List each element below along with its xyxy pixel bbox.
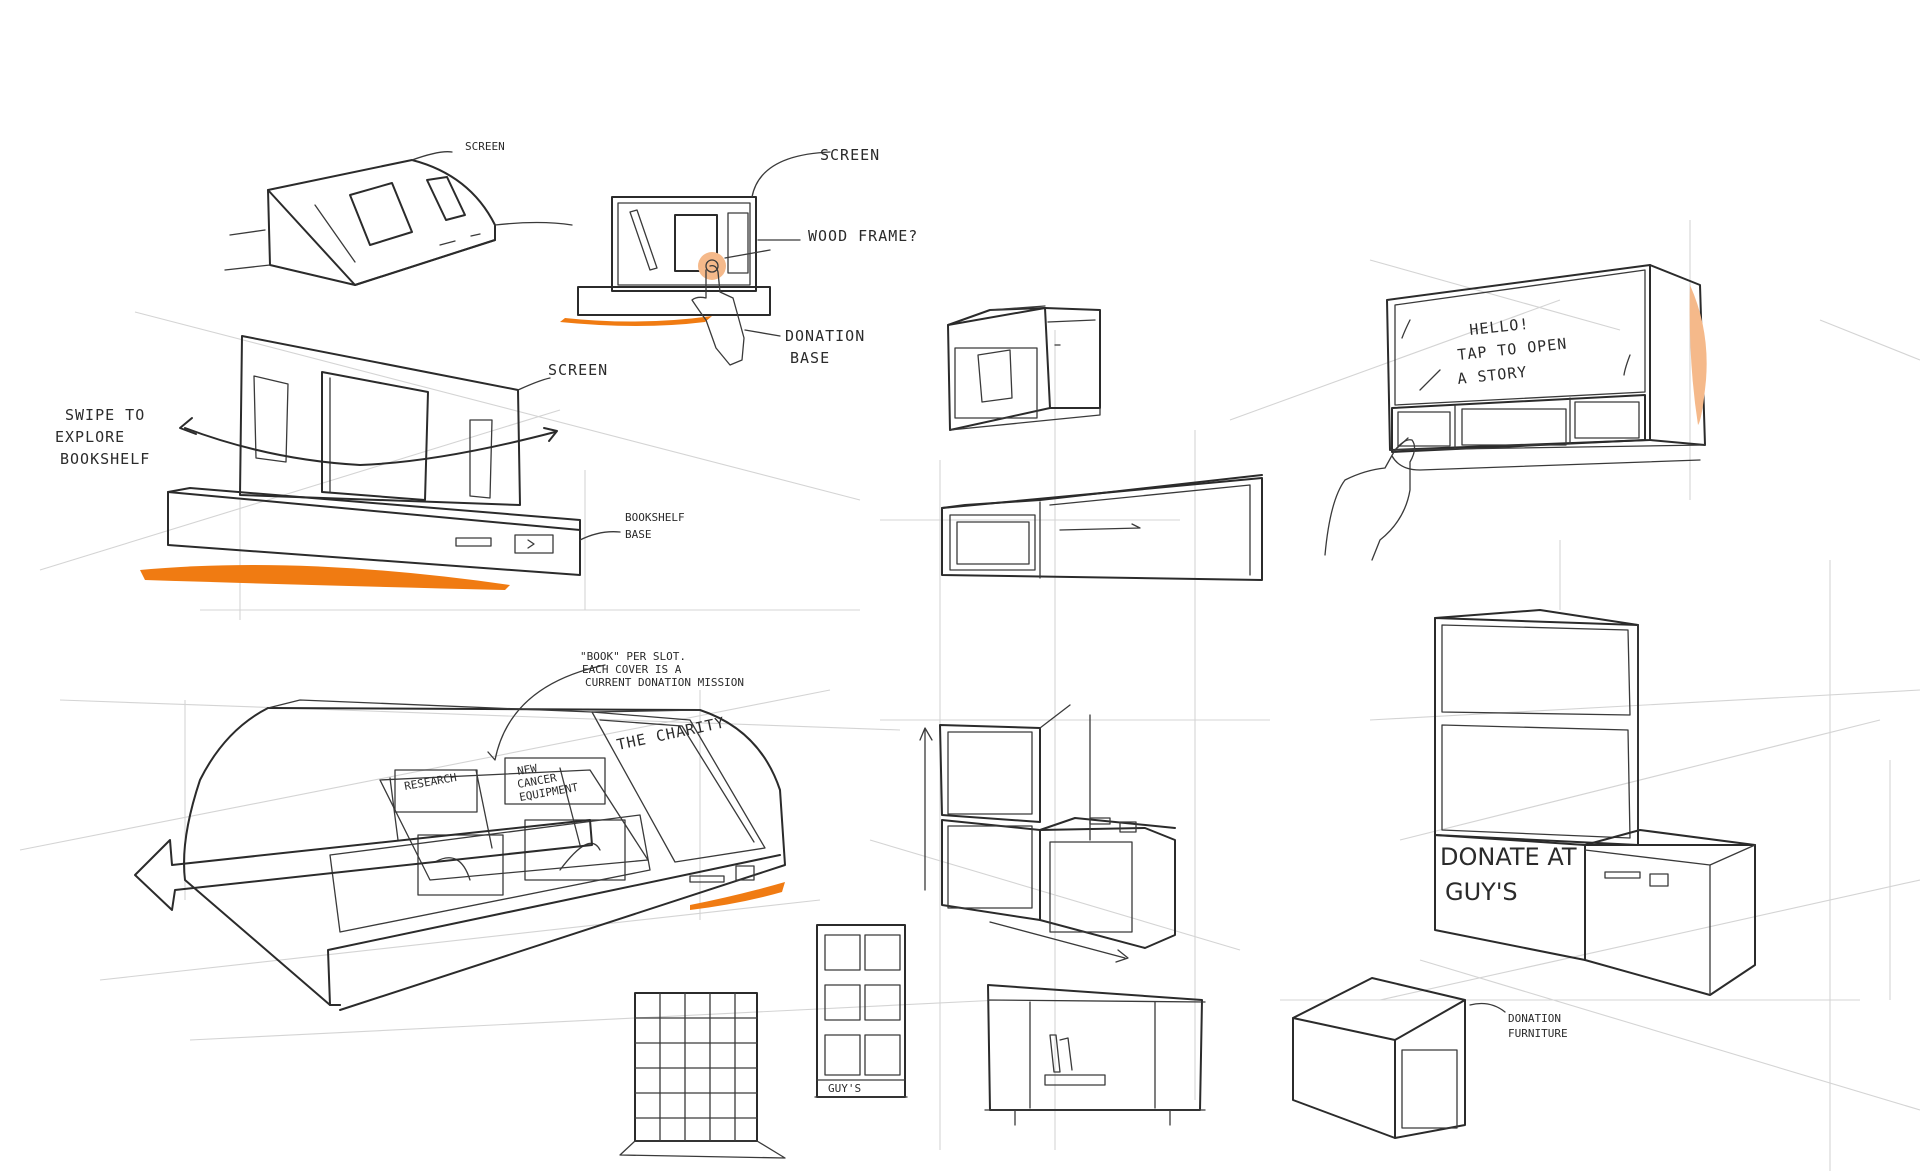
label-note-3: CURRENT DONATION MISSION — [585, 676, 744, 689]
label-charity: THE CHARITY — [615, 713, 727, 754]
donation-base-shadow — [560, 316, 712, 326]
label-research: RESEARCH — [403, 771, 457, 793]
donation-furniture-sketch — [1292, 977, 1506, 1139]
wall-cabinet-sketch — [947, 305, 1101, 431]
label-wood-frame: WOOD FRAME? — [808, 227, 918, 245]
label-note-2: EACH COVER IS A — [582, 663, 682, 676]
swipe-bookshelf-sketch — [140, 335, 621, 590]
donate-tower-sketch — [1434, 609, 1756, 996]
label-bookshelf-base-2: BASE — [625, 528, 652, 541]
sideboard-sketch — [984, 984, 1206, 1126]
label-donation-base-2: BASE — [790, 349, 830, 367]
framed-screen-sketch — [560, 151, 831, 366]
perspective-guides — [19, 220, 1920, 1171]
label-hello-3: A STORY — [1457, 363, 1529, 388]
label-donation-base-1: DONATION — [785, 327, 865, 345]
label-swipe-3: BOOKSHELF — [60, 450, 150, 468]
label-donate-2: GUY'S — [1445, 878, 1518, 906]
bookshelf-base-shadow — [140, 565, 510, 590]
label-hello-1: HELLO! — [1469, 315, 1531, 339]
label-new-1: NEW — [516, 762, 538, 778]
label-swipe-2: EXPLORE — [55, 428, 125, 446]
grid-panel-sketch — [619, 992, 786, 1159]
label-bookshelf-base-1: BOOKSHELF — [625, 511, 685, 524]
mission-display-sketch — [134, 664, 786, 1011]
stacked-cubes-sketch — [919, 704, 1176, 963]
hello-cabinet-sketch — [1324, 264, 1707, 561]
label-furniture-1: DONATION — [1508, 1012, 1561, 1025]
label-screen-1: SCREEN — [465, 140, 505, 153]
label-screen-3: SCREEN — [548, 361, 608, 379]
tall-tablet-sketch — [814, 924, 908, 1098]
long-wall-unit-sketch — [941, 474, 1263, 581]
label-swipe-1: SWIPE TO — [65, 406, 145, 424]
display-base-shadow — [690, 882, 785, 910]
side-glow — [1689, 285, 1707, 425]
label-donate-1: DONATE AT — [1440, 843, 1577, 871]
label-hello-2: TAP TO OPEN — [1457, 335, 1569, 364]
label-note-1: "BOOK" PER SLOT. — [580, 650, 686, 663]
label-screen-2: SCREEN — [820, 146, 880, 164]
curved-kiosk-sketch — [224, 151, 573, 286]
label-furniture-2: FURNITURE — [1508, 1027, 1568, 1040]
label-guys-tag: GUY'S — [828, 1082, 861, 1095]
